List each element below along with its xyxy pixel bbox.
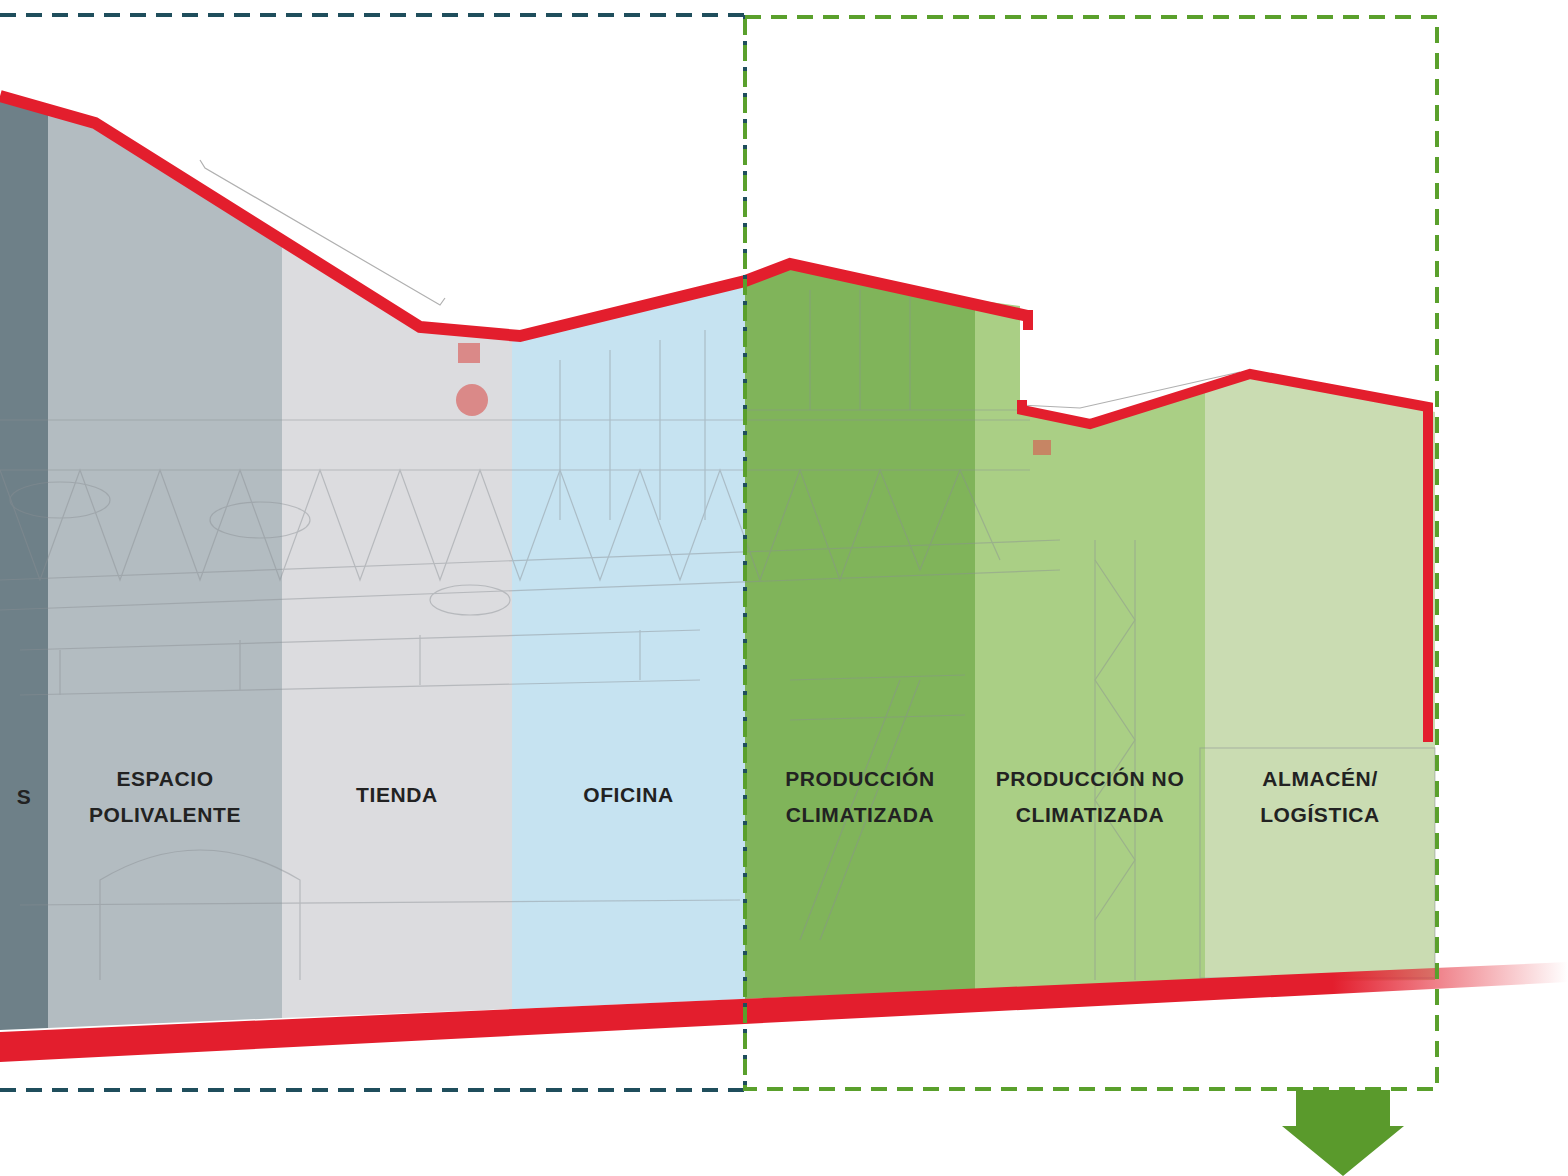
zone-label: S	[17, 779, 32, 815]
zone-band: S	[0, 775, 48, 819]
zone-label: ESPACIO POLIVALENTE	[65, 761, 265, 832]
zone-label: PRODUCCIÓN CLIMATIZADA	[760, 761, 960, 832]
zone-band: PRODUCCIÓN CLIMATIZADA	[745, 757, 975, 836]
zone-band: OFICINA	[512, 773, 745, 817]
zone-band: TIENDA	[282, 773, 512, 817]
zone-label: TIENDA	[356, 777, 438, 813]
zone-label: OFICINA	[583, 777, 674, 813]
zone-label: PRODUCCIÓN NO CLIMATIZADA	[977, 761, 1203, 832]
zone-band: PRODUCCIÓN NO CLIMATIZADA	[975, 757, 1205, 836]
zone-band: ALMACÉN/ LOGÍSTICA	[1205, 757, 1435, 836]
zone-label: ALMACÉN/ LOGÍSTICA	[1220, 761, 1420, 832]
zone-band: ESPACIO POLIVALENTE	[48, 757, 282, 836]
